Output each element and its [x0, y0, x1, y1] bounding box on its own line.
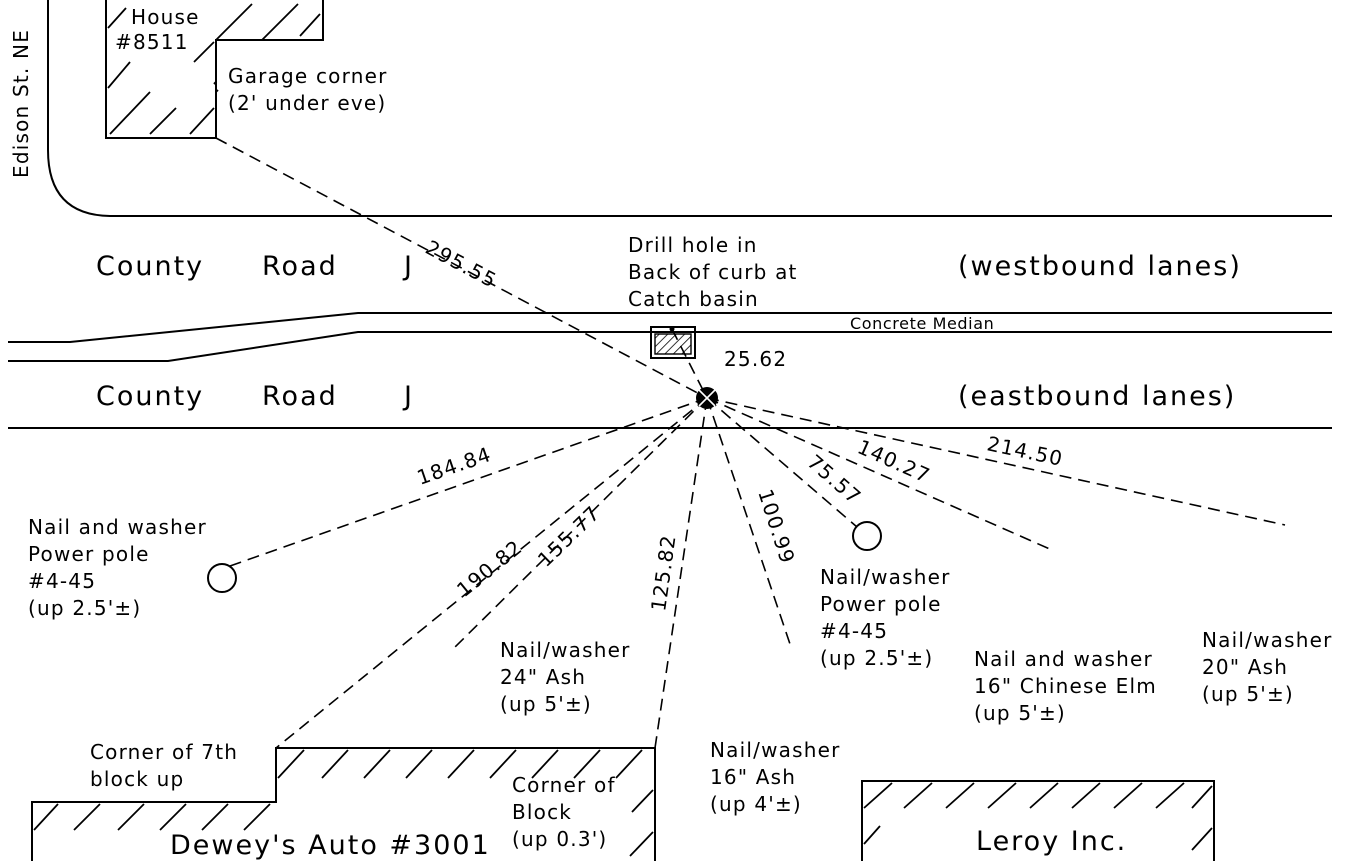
corner-block-label-2: Block: [512, 800, 572, 824]
ash24-label-2: 24" Ash: [500, 665, 586, 689]
pole-west-label-4: (up 2.5'±): [28, 596, 141, 620]
drill-label-3: Catch basin: [628, 287, 759, 311]
tree-elm-16-symbol: [1004, 548, 1096, 638]
road-label-j-east: J: [402, 381, 414, 412]
drill-label-1: Drill hole in: [628, 233, 758, 257]
leroy-building-outline: [861, 780, 1215, 861]
distance-ash-24: 155.77: [533, 501, 605, 572]
distance-ash-16: 100.99: [753, 486, 800, 567]
corner7-label-2: block up: [90, 767, 184, 791]
tie-line-garage: [215, 137, 708, 399]
ash16-label-3: (up 4'±): [710, 792, 802, 816]
road-label-county-east: County: [96, 381, 204, 412]
power-pole-west-symbol: [207, 563, 237, 593]
pole-east-label-2: Power pole: [820, 592, 942, 616]
road-label-road-east: Road: [262, 381, 338, 412]
concrete-median-label: Concrete Median: [850, 314, 994, 333]
tree-ash-16-symbol: [706, 634, 798, 724]
pole-east-label-3: #4-45: [820, 619, 888, 643]
westbound-lanes-label: (westbound lanes): [958, 251, 1242, 282]
ash20-label-2: 20" Ash: [1202, 655, 1288, 679]
elm16-label-1: Nail and washer: [974, 647, 1153, 671]
tie-line-corner-block: [654, 397, 708, 749]
ash24-label-3: (up 5'±): [500, 692, 592, 716]
dewey-hatching: [33, 749, 654, 857]
elm16-label-3: (up 5'±): [974, 701, 1066, 725]
road-label-road: Road: [262, 251, 338, 282]
catch-basin-grate: [654, 333, 692, 355]
garage-corner-tick: [213, 81, 217, 85]
edison-curb-line: [47, 0, 1332, 217]
tie-line-drill-hole: [671, 328, 708, 399]
control-point-marker: [696, 387, 718, 409]
dewey-auto-label: Dewey's Auto #3001: [170, 830, 491, 861]
power-pole-east-symbol: [852, 521, 882, 551]
house-label: House: [131, 5, 200, 29]
tie-line-power-pole-west: [229, 397, 708, 567]
house-outline: [105, 0, 324, 139]
corner-block-label-1: Corner of: [512, 773, 616, 797]
leroy-inc-label: Leroy Inc.: [976, 826, 1127, 857]
distance-elm-16: 140.27: [854, 435, 934, 488]
tree-ash-20-symbol: [1238, 524, 1330, 614]
elm16-label-2: 16" Chinese Elm: [974, 674, 1157, 698]
tree-ash-24-symbol: [398, 648, 490, 738]
tie-lines: [215, 137, 1286, 749]
dewey-building-outline: [31, 747, 656, 861]
road-label-eastbound-group: County Road J (eastbound lanes): [96, 381, 1236, 412]
road-label-westbound-group: County Road J (westbound lanes): [96, 251, 1242, 282]
tie-line-ash-16: [706, 397, 793, 651]
distance-garage: 295.55: [422, 235, 501, 292]
tie-line-elm-16: [706, 397, 1053, 551]
corner7-label-1: Corner of 7th: [90, 740, 238, 764]
garage-label: Garage corner: [228, 64, 388, 88]
pole-east-label-1: Nail/washer: [820, 565, 951, 589]
median-south-line: [8, 331, 1332, 362]
ash24-label-1: Nail/washer: [500, 638, 631, 662]
leroy-hatching: [863, 782, 1213, 851]
distance-corner-7th: 190.82: [452, 535, 527, 602]
tie-line-ash-20: [706, 397, 1286, 526]
garage-note: (2' under eve): [228, 91, 386, 115]
median-north-line: [8, 312, 1332, 343]
ash16-label-1: Nail/washer: [710, 738, 841, 762]
corner-block-label-3: (up 0.3'): [512, 827, 607, 851]
distance-power-pole-west: 184.84: [414, 442, 495, 490]
edison-street-label: Edison St. NE: [9, 29, 33, 178]
road-label-j: J: [402, 251, 414, 282]
road-label-county: County: [96, 251, 204, 282]
pole-west-label-1: Nail and washer: [28, 515, 207, 539]
house-hatching: [107, 3, 321, 135]
tie-line-corner-7th: [275, 397, 708, 749]
pole-east-label-4: (up 2.5'±): [820, 646, 933, 670]
tie-line-power-pole-east: [706, 397, 858, 528]
ash16-label-2: 16" Ash: [710, 765, 796, 789]
ash20-label-1: Nail/washer: [1202, 628, 1333, 652]
house-number: #8511: [115, 30, 189, 54]
pole-west-label-3: #4-45: [28, 569, 96, 593]
tie-line-ash-24: [451, 397, 708, 651]
ash20-label-3: (up 5'±): [1202, 682, 1294, 706]
distance-corner-block: 125.82: [646, 533, 681, 613]
distance-ash-20: 214.50: [985, 431, 1065, 471]
distance-power-pole-east: 75.57: [803, 450, 866, 510]
pole-west-label-2: Power pole: [28, 542, 150, 566]
distance-drill-hole: 25.62: [724, 347, 787, 371]
eastbound-lanes-label: (eastbound lanes): [958, 381, 1236, 412]
drill-label-2: Back of curb at: [628, 260, 798, 284]
